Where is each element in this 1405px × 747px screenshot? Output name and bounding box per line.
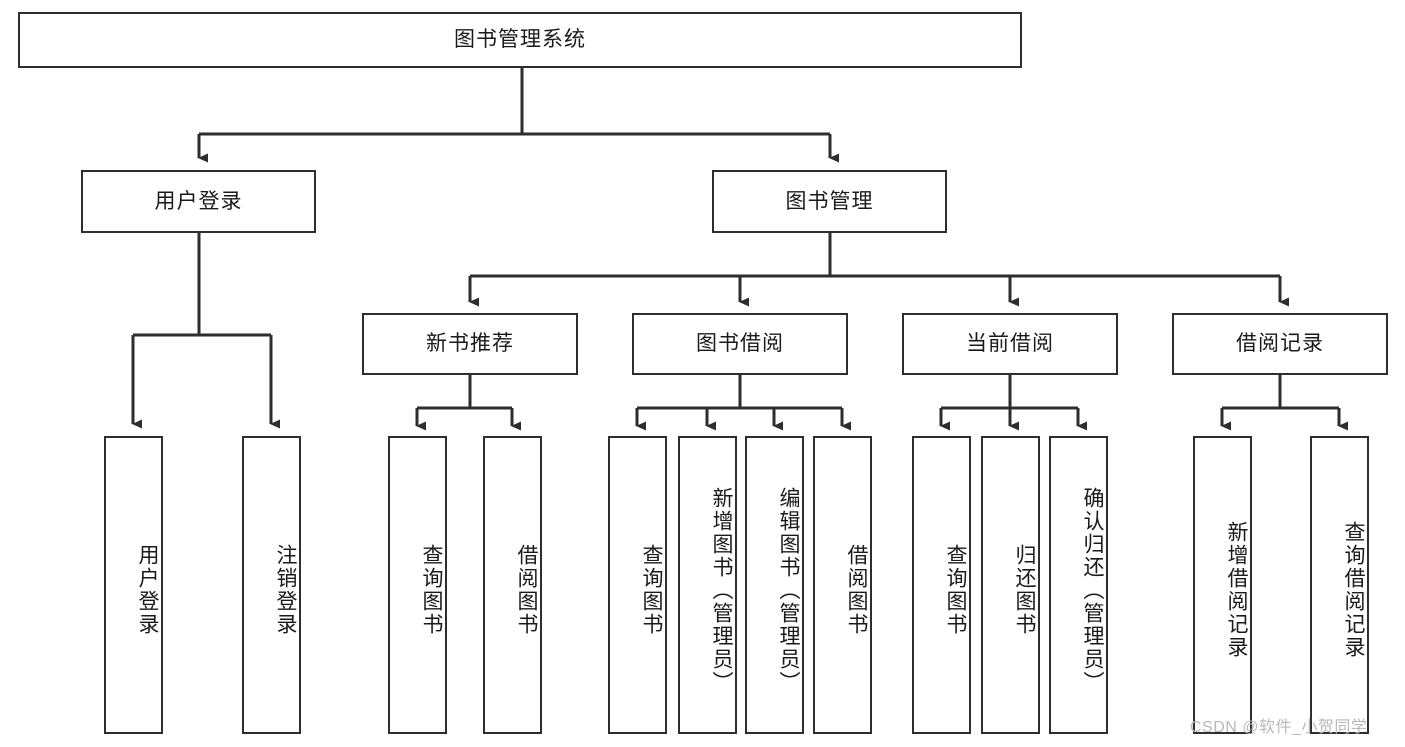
leaf-label: 确认归还（管理员） [1081,486,1104,694]
leaf-borrow-record-query[interactable]: 查询借阅记录 [1310,436,1369,734]
node-new-book-recommend-label: 新书推荐 [426,332,514,356]
leaf-current-borrow-return[interactable]: 归还图书 [981,436,1040,734]
leaf-label: 查询图书 [944,544,967,636]
leaf-label: 编辑图书（管理员） [777,486,800,694]
leaf-book-borrow-query[interactable]: 查询图书 [608,436,667,734]
leaf-new-book-borrow[interactable]: 借阅图书 [483,436,542,734]
node-user-login-label: 用户登录 [154,189,243,213]
leaf-current-borrow-confirm[interactable]: 确认归还（管理员） [1049,436,1108,734]
node-root-label: 图书管理系统 [454,28,586,52]
node-book-borrow[interactable]: 图书借阅 [632,313,848,375]
node-book-management[interactable]: 图书管理 [712,170,947,233]
node-book-management-label: 图书管理 [785,189,874,213]
leaf-book-borrow-add[interactable]: 新增图书（管理员） [678,436,737,734]
leaf-book-borrow-edit[interactable]: 编辑图书（管理员） [745,436,804,734]
node-current-borrow[interactable]: 当前借阅 [902,313,1118,375]
leaf-label: 借阅图书 [845,544,868,636]
watermark: CSDN @软件_小贺同学 [1190,719,1368,736]
leaf-label: 注销登录 [274,544,297,636]
leaf-label: 归还图书 [1013,544,1036,636]
node-root[interactable]: 图书管理系统 [18,12,1022,68]
node-book-borrow-label: 图书借阅 [696,332,784,356]
leaf-label: 新增图书（管理员） [710,486,733,694]
leaf-label: 借阅图书 [515,544,538,636]
node-borrow-record[interactable]: 借阅记录 [1172,313,1388,375]
leaf-label: 查询图书 [640,544,663,636]
leaf-new-book-query[interactable]: 查询图书 [388,436,447,734]
leaf-user-login-signout[interactable]: 注销登录 [242,436,301,734]
node-user-login[interactable]: 用户登录 [81,170,316,233]
node-new-book-recommend[interactable]: 新书推荐 [362,313,578,375]
leaf-label: 新增借阅记录 [1225,521,1248,659]
leaf-user-login-signin[interactable]: 用户登录 [104,436,163,734]
node-borrow-record-label: 借阅记录 [1236,332,1324,356]
leaf-label: 用户登录 [136,544,159,636]
leaf-label: 查询借阅记录 [1342,521,1365,659]
leaf-book-borrow-lend[interactable]: 借阅图书 [813,436,872,734]
leaf-current-borrow-query[interactable]: 查询图书 [912,436,971,734]
leaf-borrow-record-add[interactable]: 新增借阅记录 [1193,436,1252,734]
leaf-label: 查询图书 [420,544,443,636]
node-current-borrow-label: 当前借阅 [966,332,1054,356]
